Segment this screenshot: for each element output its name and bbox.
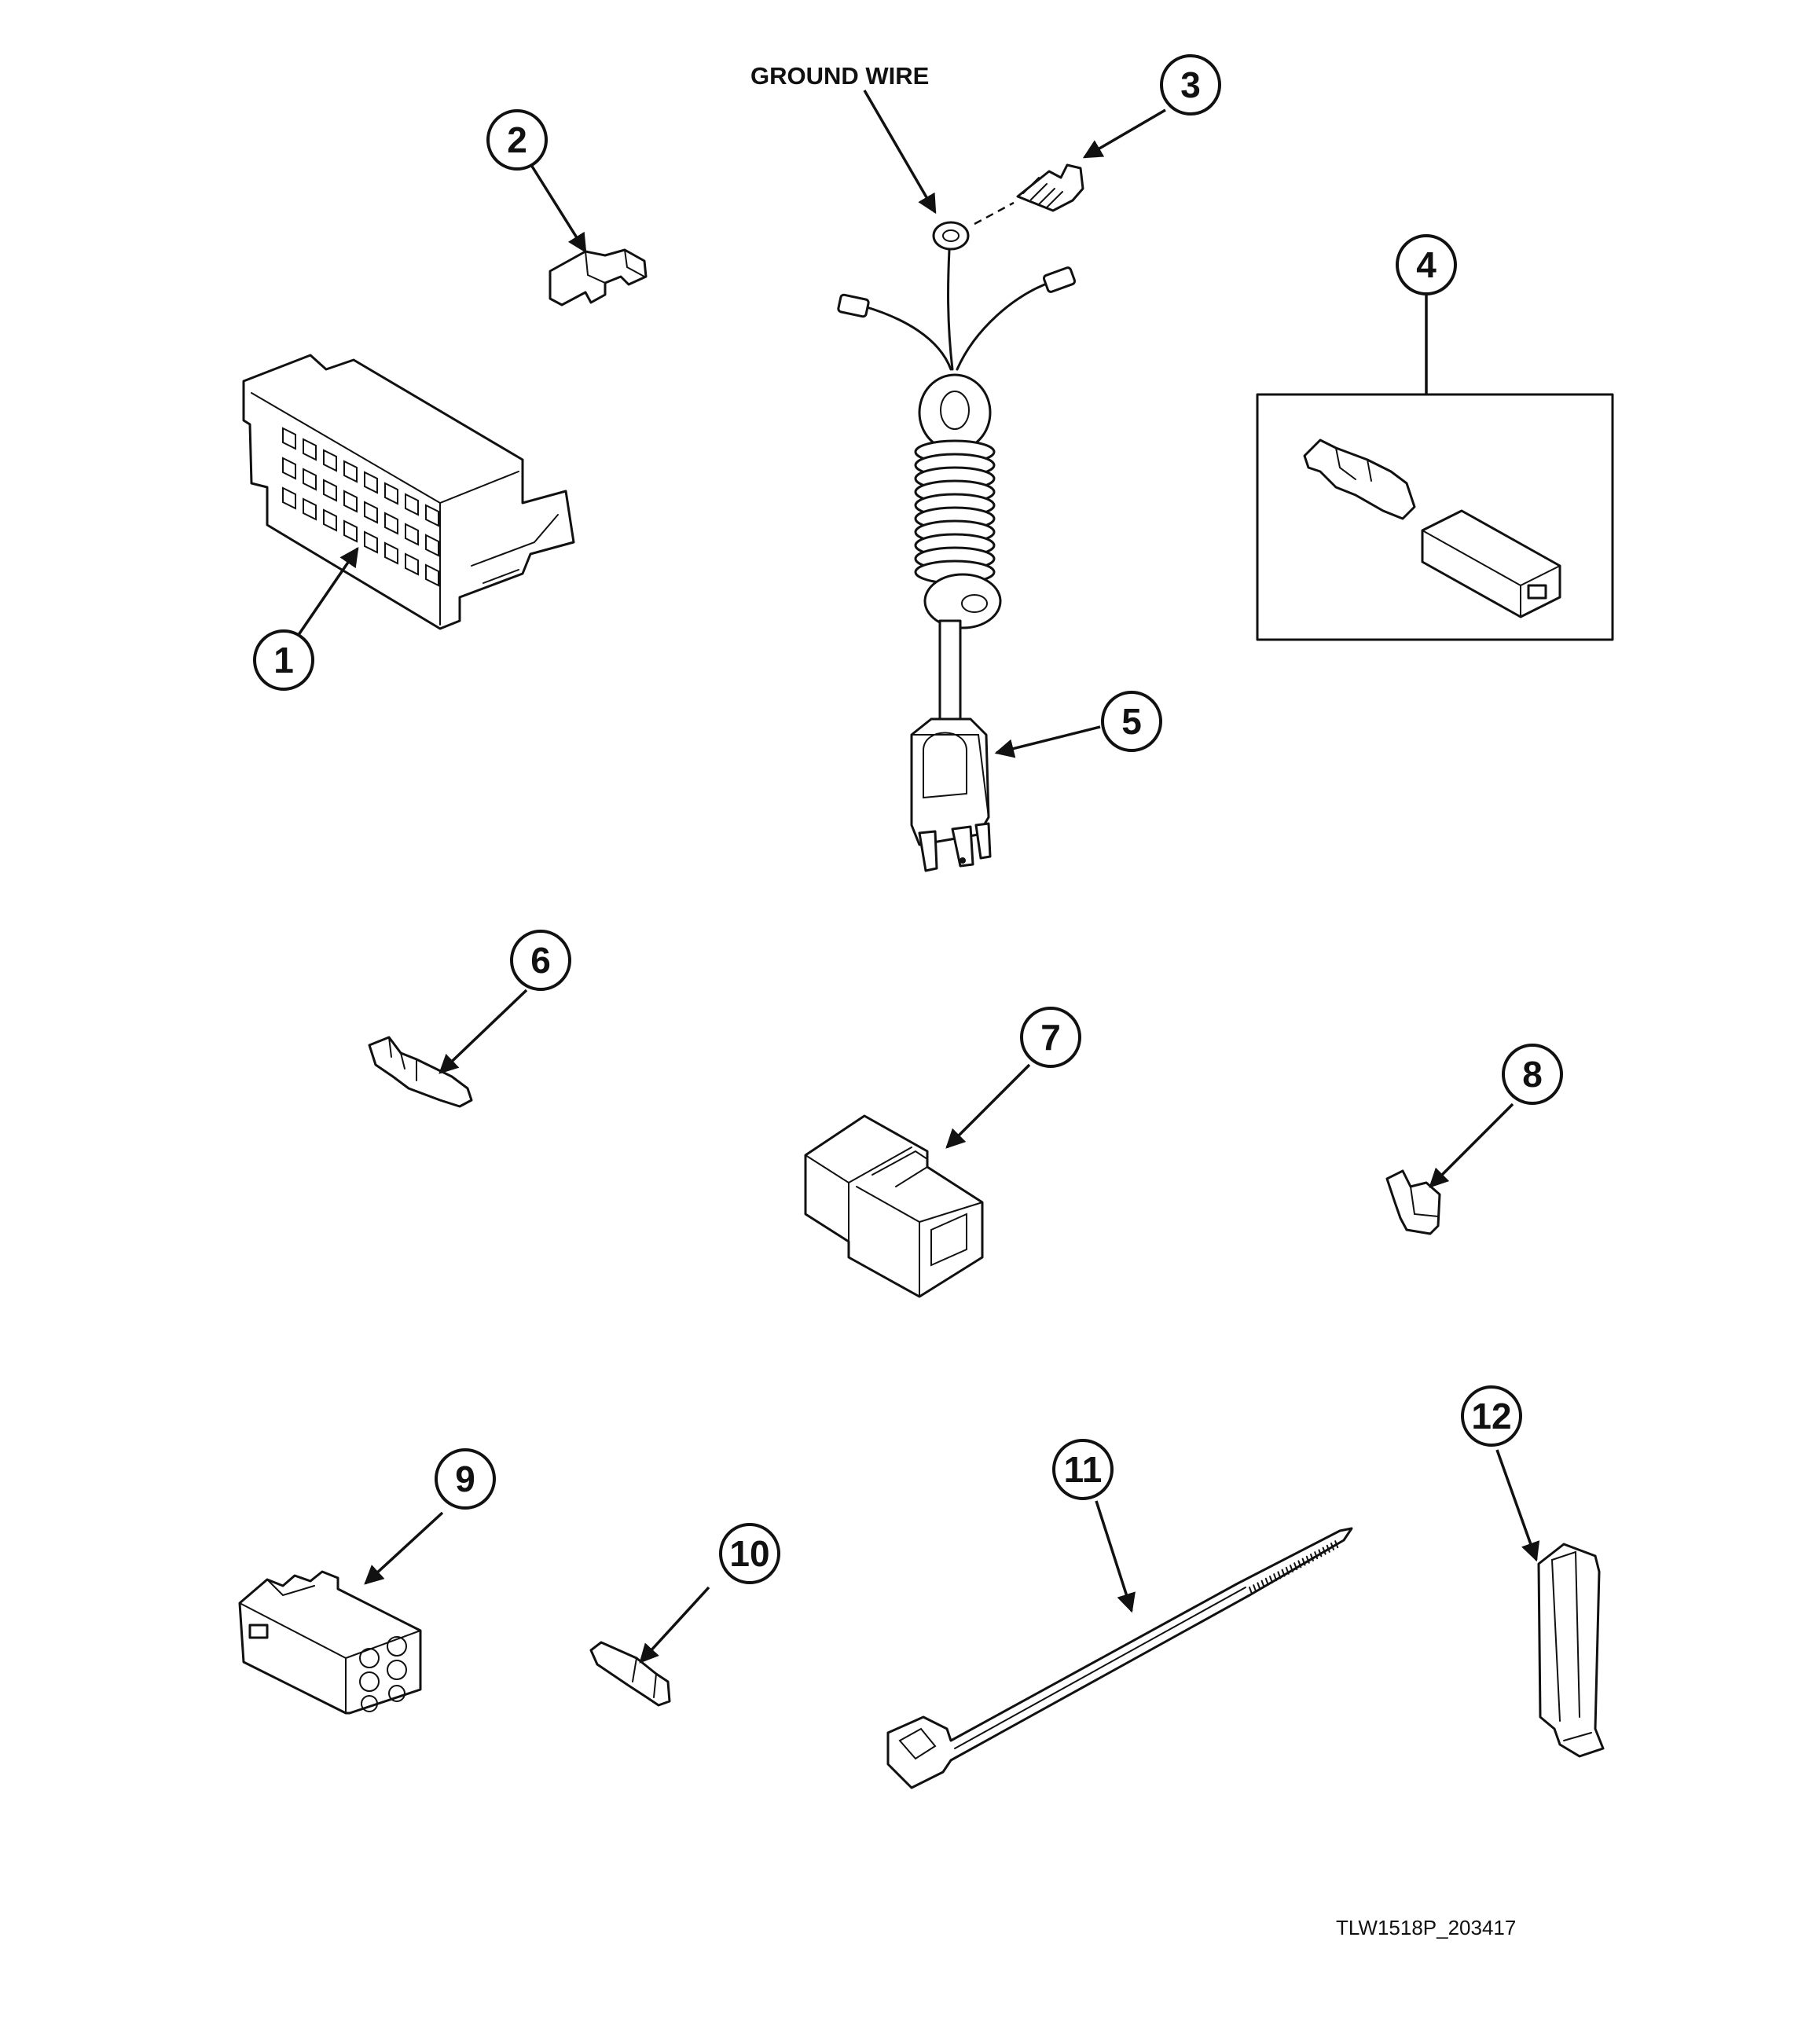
callout-5: 5 (1101, 691, 1162, 752)
tie-tooth (1285, 1566, 1290, 1575)
tie-tooth (1297, 1560, 1302, 1569)
connector-cavity (425, 504, 439, 527)
callout-4-number: 4 (1416, 244, 1437, 285)
connector-cavity (282, 486, 296, 510)
leader-10 (639, 1586, 710, 1664)
tie-tooth (1301, 1558, 1306, 1566)
leader-lines (293, 90, 1540, 1664)
tie-tooth (1269, 1576, 1273, 1583)
part-5-power-cord (837, 221, 1077, 872)
tie-tooth (1326, 1544, 1330, 1553)
tie-tooth (1281, 1569, 1286, 1577)
callout-11: 11 (1052, 1439, 1114, 1500)
callout-1: 1 (253, 629, 314, 691)
connector-cavity (343, 490, 358, 513)
part-10-pin (589, 1641, 671, 1707)
callout-2-number: 2 (507, 119, 527, 160)
callout-6-number: 6 (530, 940, 551, 981)
tie-tooth (1260, 1580, 1265, 1588)
callout-12-number: 12 (1471, 1396, 1511, 1436)
tie-tooth (1264, 1577, 1269, 1586)
callout-10-number: 10 (729, 1533, 769, 1574)
leader-1 (293, 546, 359, 641)
leader-ground-wire (863, 90, 937, 215)
tie-tooth (1322, 1547, 1326, 1555)
tie-tooth (1277, 1571, 1282, 1580)
callout-6: 6 (510, 930, 571, 991)
connector-cavity (343, 460, 358, 483)
callout-8: 8 (1502, 1044, 1563, 1105)
callout-8-number: 8 (1522, 1054, 1543, 1095)
tie-tooth (1334, 1540, 1339, 1549)
callout-7: 7 (1020, 1007, 1081, 1068)
connector-cavity (282, 457, 296, 480)
callout-3-number: 3 (1180, 64, 1201, 105)
drawing-code: TLW1518P_203417 (1336, 1916, 1516, 1939)
connector-cavity (303, 497, 317, 521)
leader-12 (1495, 1449, 1540, 1562)
part-3-screw (974, 163, 1084, 226)
tie-tooth (1249, 1587, 1253, 1594)
connector-cavity (425, 534, 439, 557)
leader-3 (1082, 108, 1166, 159)
connector-cavity (323, 479, 337, 502)
connector-cavity (384, 482, 398, 505)
connector-cavity (282, 427, 296, 450)
connector-cavity (405, 493, 419, 516)
callout-9: 9 (435, 1448, 496, 1510)
connector-cavity (323, 508, 337, 532)
part-9-housing (238, 1570, 422, 1715)
ground-wire-label: GROUND WIRE (750, 62, 929, 90)
connector-cavity (364, 501, 378, 524)
part-8-clip (1385, 1169, 1441, 1235)
tie-tooth (1305, 1555, 1310, 1564)
tie-tooth (1314, 1551, 1319, 1560)
leader-6 (438, 989, 528, 1074)
part-12-push-clip (1537, 1543, 1605, 1758)
callout-2: 2 (486, 109, 548, 171)
callout-11-number: 11 (1064, 1449, 1103, 1490)
part-6-terminal (368, 1036, 473, 1108)
part-4-terminal-kit (1256, 275, 1614, 641)
leader-8 (1429, 1103, 1514, 1188)
part-1-connector-block (242, 354, 575, 630)
tie-tooth (1257, 1582, 1261, 1591)
leader-2 (530, 164, 587, 254)
callout-5-number: 5 (1121, 701, 1142, 742)
leader-11 (1095, 1500, 1136, 1613)
tie-tooth (1290, 1565, 1293, 1572)
connector-cavity (405, 552, 419, 576)
callout-7-number: 7 (1040, 1017, 1061, 1058)
part-7-housing (804, 1114, 984, 1298)
callout-3: 3 (1160, 54, 1221, 116)
tie-tooth (1253, 1584, 1257, 1593)
leader-9 (364, 1511, 444, 1585)
part-11-cable-tie (886, 1527, 1353, 1789)
connector-cavity (384, 541, 398, 565)
connector-cavity (384, 512, 398, 535)
tie-tooth (1273, 1573, 1278, 1582)
callout-9-number: 9 (455, 1458, 475, 1499)
connector-cavity (303, 438, 317, 461)
tie-tooth (1318, 1549, 1323, 1558)
leader-7 (945, 1063, 1031, 1149)
callout-10: 10 (719, 1523, 780, 1584)
connector-cavity (425, 563, 439, 587)
leader-5 (994, 725, 1101, 758)
part-2-clip (549, 248, 648, 306)
connector-cavity (323, 449, 337, 472)
tie-tooth (1293, 1562, 1298, 1571)
connector-cavity (303, 468, 317, 491)
callout-4: 4 (1396, 234, 1457, 295)
callout-1-number: 1 (273, 640, 294, 681)
connector-cavity (405, 523, 419, 546)
tie-tooth (1310, 1554, 1314, 1561)
connector-cavity (364, 530, 378, 554)
connector-cavity (364, 471, 378, 494)
callout-12: 12 (1461, 1385, 1522, 1447)
tie-tooth (1330, 1543, 1334, 1550)
connector-cavity (343, 519, 358, 543)
